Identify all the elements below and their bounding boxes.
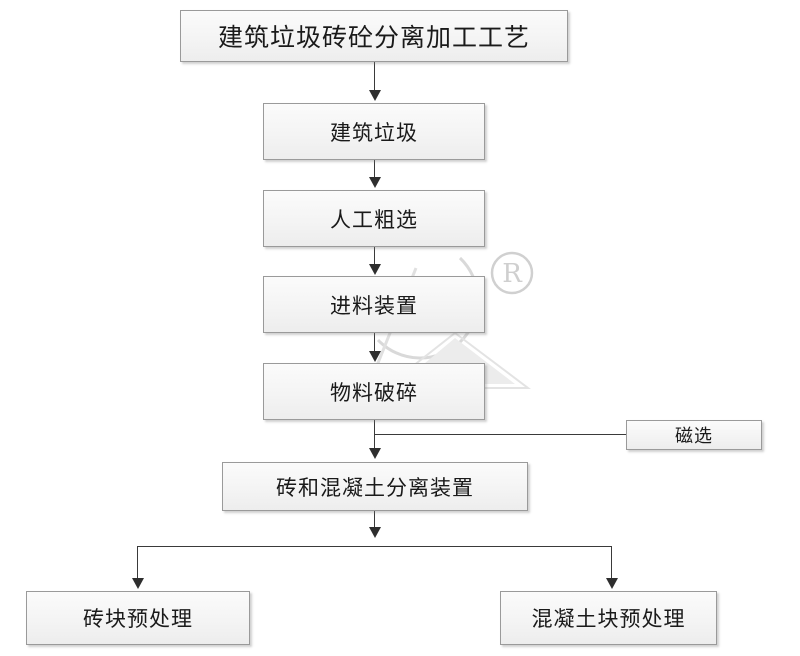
arrowhead-split-left	[132, 578, 144, 589]
node-feeding-device[interactable]: 进料装置	[263, 276, 485, 333]
node-brick-concrete-separator[interactable]: 砖和混凝土分离装置	[222, 462, 528, 511]
node-concrete-pretreatment[interactable]: 混凝土块预处理	[500, 591, 717, 645]
node-manual-sorting[interactable]: 人工粗选	[263, 190, 485, 247]
connector-split-left	[137, 546, 138, 582]
arrowhead-manual-to-feeding	[369, 264, 381, 275]
arrowhead-crushing-to-separator	[369, 448, 381, 459]
connector-split-right	[611, 546, 612, 582]
node-material-crushing-label: 物料破碎	[330, 380, 418, 405]
connector-crushing-to-separator	[374, 420, 375, 450]
arrowhead-split-right	[606, 578, 618, 589]
registered-trademark-glyph: R	[502, 259, 523, 289]
arrowhead-feeding-to-crushing	[369, 351, 381, 362]
node-title-label: 建筑垃圾砖砼分离加工工艺	[217, 23, 530, 52]
node-concrete-pretreatment-label: 混凝土块预处理	[531, 607, 686, 631]
node-brick-concrete-separator-label: 砖和混凝土分离装置	[276, 475, 474, 500]
node-material-crushing[interactable]: 物料破碎	[263, 363, 485, 420]
connector-split-bar	[137, 546, 612, 547]
node-magnetic-separation[interactable]: 磁选	[626, 420, 762, 450]
arrowhead-waste-to-manual	[369, 177, 381, 188]
connector-title-to-waste	[374, 62, 375, 92]
node-feeding-device-label: 进料装置	[330, 293, 418, 318]
node-manual-sorting-label: 人工粗选	[330, 207, 418, 232]
node-magnetic-separation-label: 磁选	[675, 426, 713, 447]
node-brick-pretreatment[interactable]: 砖块预处理	[26, 591, 250, 645]
connector-separator-down	[374, 511, 375, 536]
arrowhead-title-to-waste	[369, 90, 381, 101]
connector-magnetic-to-mainline	[374, 434, 626, 435]
connector-manual-to-feeding	[374, 247, 375, 266]
arrowhead-separator-down	[369, 527, 381, 538]
node-brick-pretreatment-label: 砖块预处理	[83, 607, 193, 631]
connector-waste-to-manual	[374, 160, 375, 179]
connector-feeding-to-crushing	[374, 333, 375, 352]
node-construction-waste-label: 建筑垃圾	[330, 120, 418, 145]
node-construction-waste[interactable]: 建筑垃圾	[263, 103, 485, 160]
node-title[interactable]: 建筑垃圾砖砼分离加工工艺	[180, 10, 568, 62]
